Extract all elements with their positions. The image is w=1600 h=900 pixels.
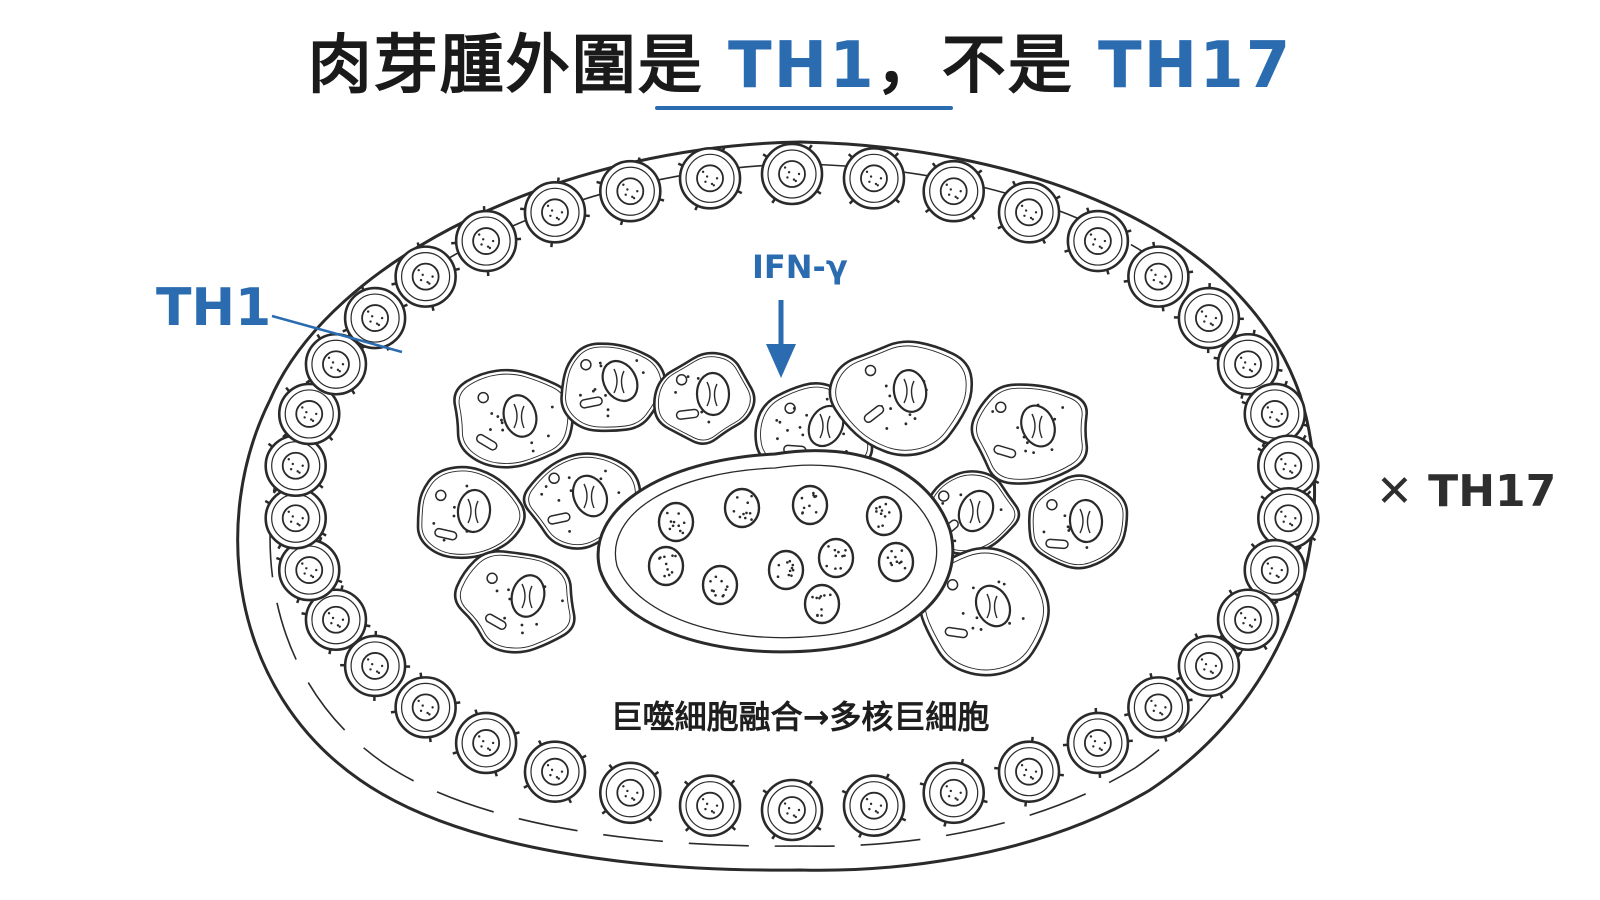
th1-cell (1256, 486, 1320, 550)
giant-cell-nucleus (803, 583, 841, 625)
giant-cell-nucleus (723, 487, 761, 529)
th1-cell (277, 382, 341, 446)
th1-cell (520, 177, 590, 248)
th1-cell (1173, 283, 1244, 354)
th1-cell (1124, 672, 1193, 742)
th1-cell (301, 585, 371, 655)
th1-cell (678, 774, 742, 837)
not-th17-label: ✕ TH17 (1376, 466, 1557, 517)
giant-cell-nucleus (647, 545, 685, 587)
fusion-caption: 巨噬細胞融合→多核巨細胞 (610, 698, 990, 736)
th1-cell (342, 285, 408, 351)
th1-cell-ring (264, 142, 1320, 842)
macrophage-cell (453, 368, 575, 469)
ifn-gamma-arrow (766, 300, 796, 378)
th1-cell (523, 739, 587, 804)
th1-cell (596, 157, 665, 226)
th1-cell (1243, 538, 1307, 602)
giant-cell-nucleus (657, 501, 695, 543)
giant-cell-nucleus (877, 541, 915, 583)
macrophage-cell (918, 546, 1050, 677)
th1-cell (841, 773, 907, 838)
th1-cell (598, 761, 662, 825)
giant-cell-nucleus (865, 495, 903, 537)
page-title: 肉芽腫外圍是 TH1，不是 TH17 (0, 14, 1600, 106)
th1-pointer-line (271, 314, 403, 354)
th1-cell (919, 758, 988, 827)
giant-cell-nuclei (647, 484, 915, 625)
th1-cell (304, 332, 368, 396)
macrophage-cell (970, 383, 1089, 485)
th1-cell (1216, 588, 1280, 652)
giant-cell-nucleus (767, 549, 805, 591)
th1-cell (842, 147, 906, 210)
th1-cell (1062, 707, 1133, 778)
title-th17: TH17 (1098, 29, 1293, 103)
th1-cell (1256, 434, 1320, 498)
title-th1: TH1 (727, 29, 876, 103)
macrophage-cell (560, 342, 667, 433)
macrophage-cell (453, 549, 576, 654)
th1-cell (922, 159, 986, 223)
th1-cell (1241, 380, 1309, 448)
title-text-1: 肉芽腫外圍是 (307, 29, 728, 103)
th1-cell (391, 242, 460, 312)
th1-cell (1176, 633, 1242, 699)
ifn-gamma-label: IFN-γ (752, 248, 848, 286)
th1-cell (1064, 207, 1132, 275)
title-underline (655, 106, 953, 110)
th1-cell (760, 142, 824, 206)
th1-label: TH1 (156, 278, 272, 338)
macrophage-cell (653, 351, 756, 445)
th1-cell (340, 630, 411, 701)
multinucleated-giant-cell (596, 449, 955, 654)
giant-cell-nucleus (791, 484, 829, 526)
macrophage-cell (416, 465, 526, 560)
macrophage-cell (1027, 474, 1129, 570)
th1-cell (760, 778, 824, 842)
macrophage-cell (828, 340, 974, 457)
giant-cell-nucleus (817, 537, 855, 579)
th1-cell (1123, 241, 1194, 312)
th1-cell (994, 736, 1064, 807)
th1-cell (264, 434, 328, 498)
th1-cell (451, 206, 522, 277)
giant-cell-nucleus (701, 564, 739, 606)
title-text-2: ，不是 (875, 29, 1099, 103)
th1-cell (452, 709, 520, 777)
th1-cell (390, 672, 461, 743)
th1-cell (1213, 329, 1283, 399)
th1-cell (997, 180, 1061, 245)
th1-cell (275, 536, 343, 604)
th1-cell (677, 146, 743, 211)
